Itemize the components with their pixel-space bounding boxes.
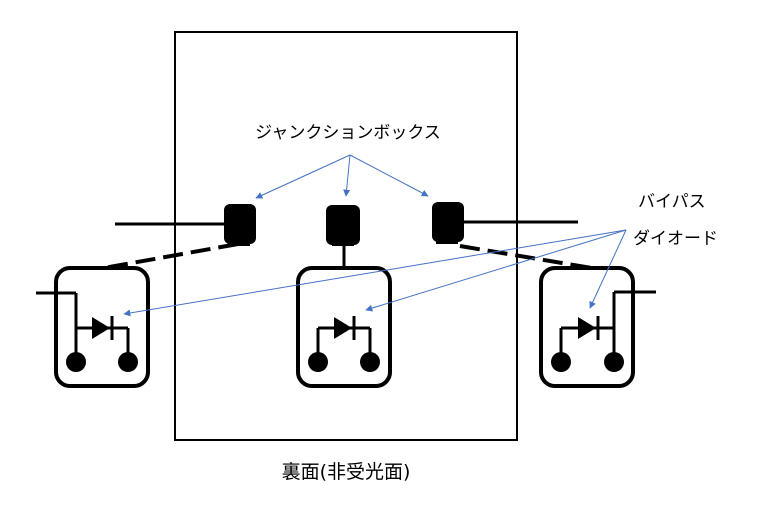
bypass-label-line2: ダイオード bbox=[633, 229, 718, 249]
detail-view-right bbox=[539, 266, 656, 388]
left-dashed-leader bbox=[103, 242, 239, 270]
diode-center-icon bbox=[334, 317, 352, 339]
module-back-panel bbox=[174, 31, 518, 441]
bypass-label-line1: バイパス bbox=[638, 192, 706, 212]
junction-box-center bbox=[326, 205, 360, 246]
diode-left-icon bbox=[92, 317, 110, 339]
back-side-label: 裏面(非受光面) bbox=[282, 461, 411, 483]
detail-view-center bbox=[296, 266, 392, 388]
junction-box-left bbox=[224, 204, 256, 246]
bypass-diode-arrows bbox=[123, 229, 627, 317]
right-dashed-leader bbox=[459, 244, 593, 270]
diode-right-icon bbox=[578, 317, 596, 339]
detail-view-left bbox=[36, 266, 150, 388]
junction-box-right bbox=[432, 202, 464, 244]
junction-box-arrows bbox=[255, 154, 429, 199]
junction-box-label: ジャンクションボックス bbox=[255, 123, 441, 143]
